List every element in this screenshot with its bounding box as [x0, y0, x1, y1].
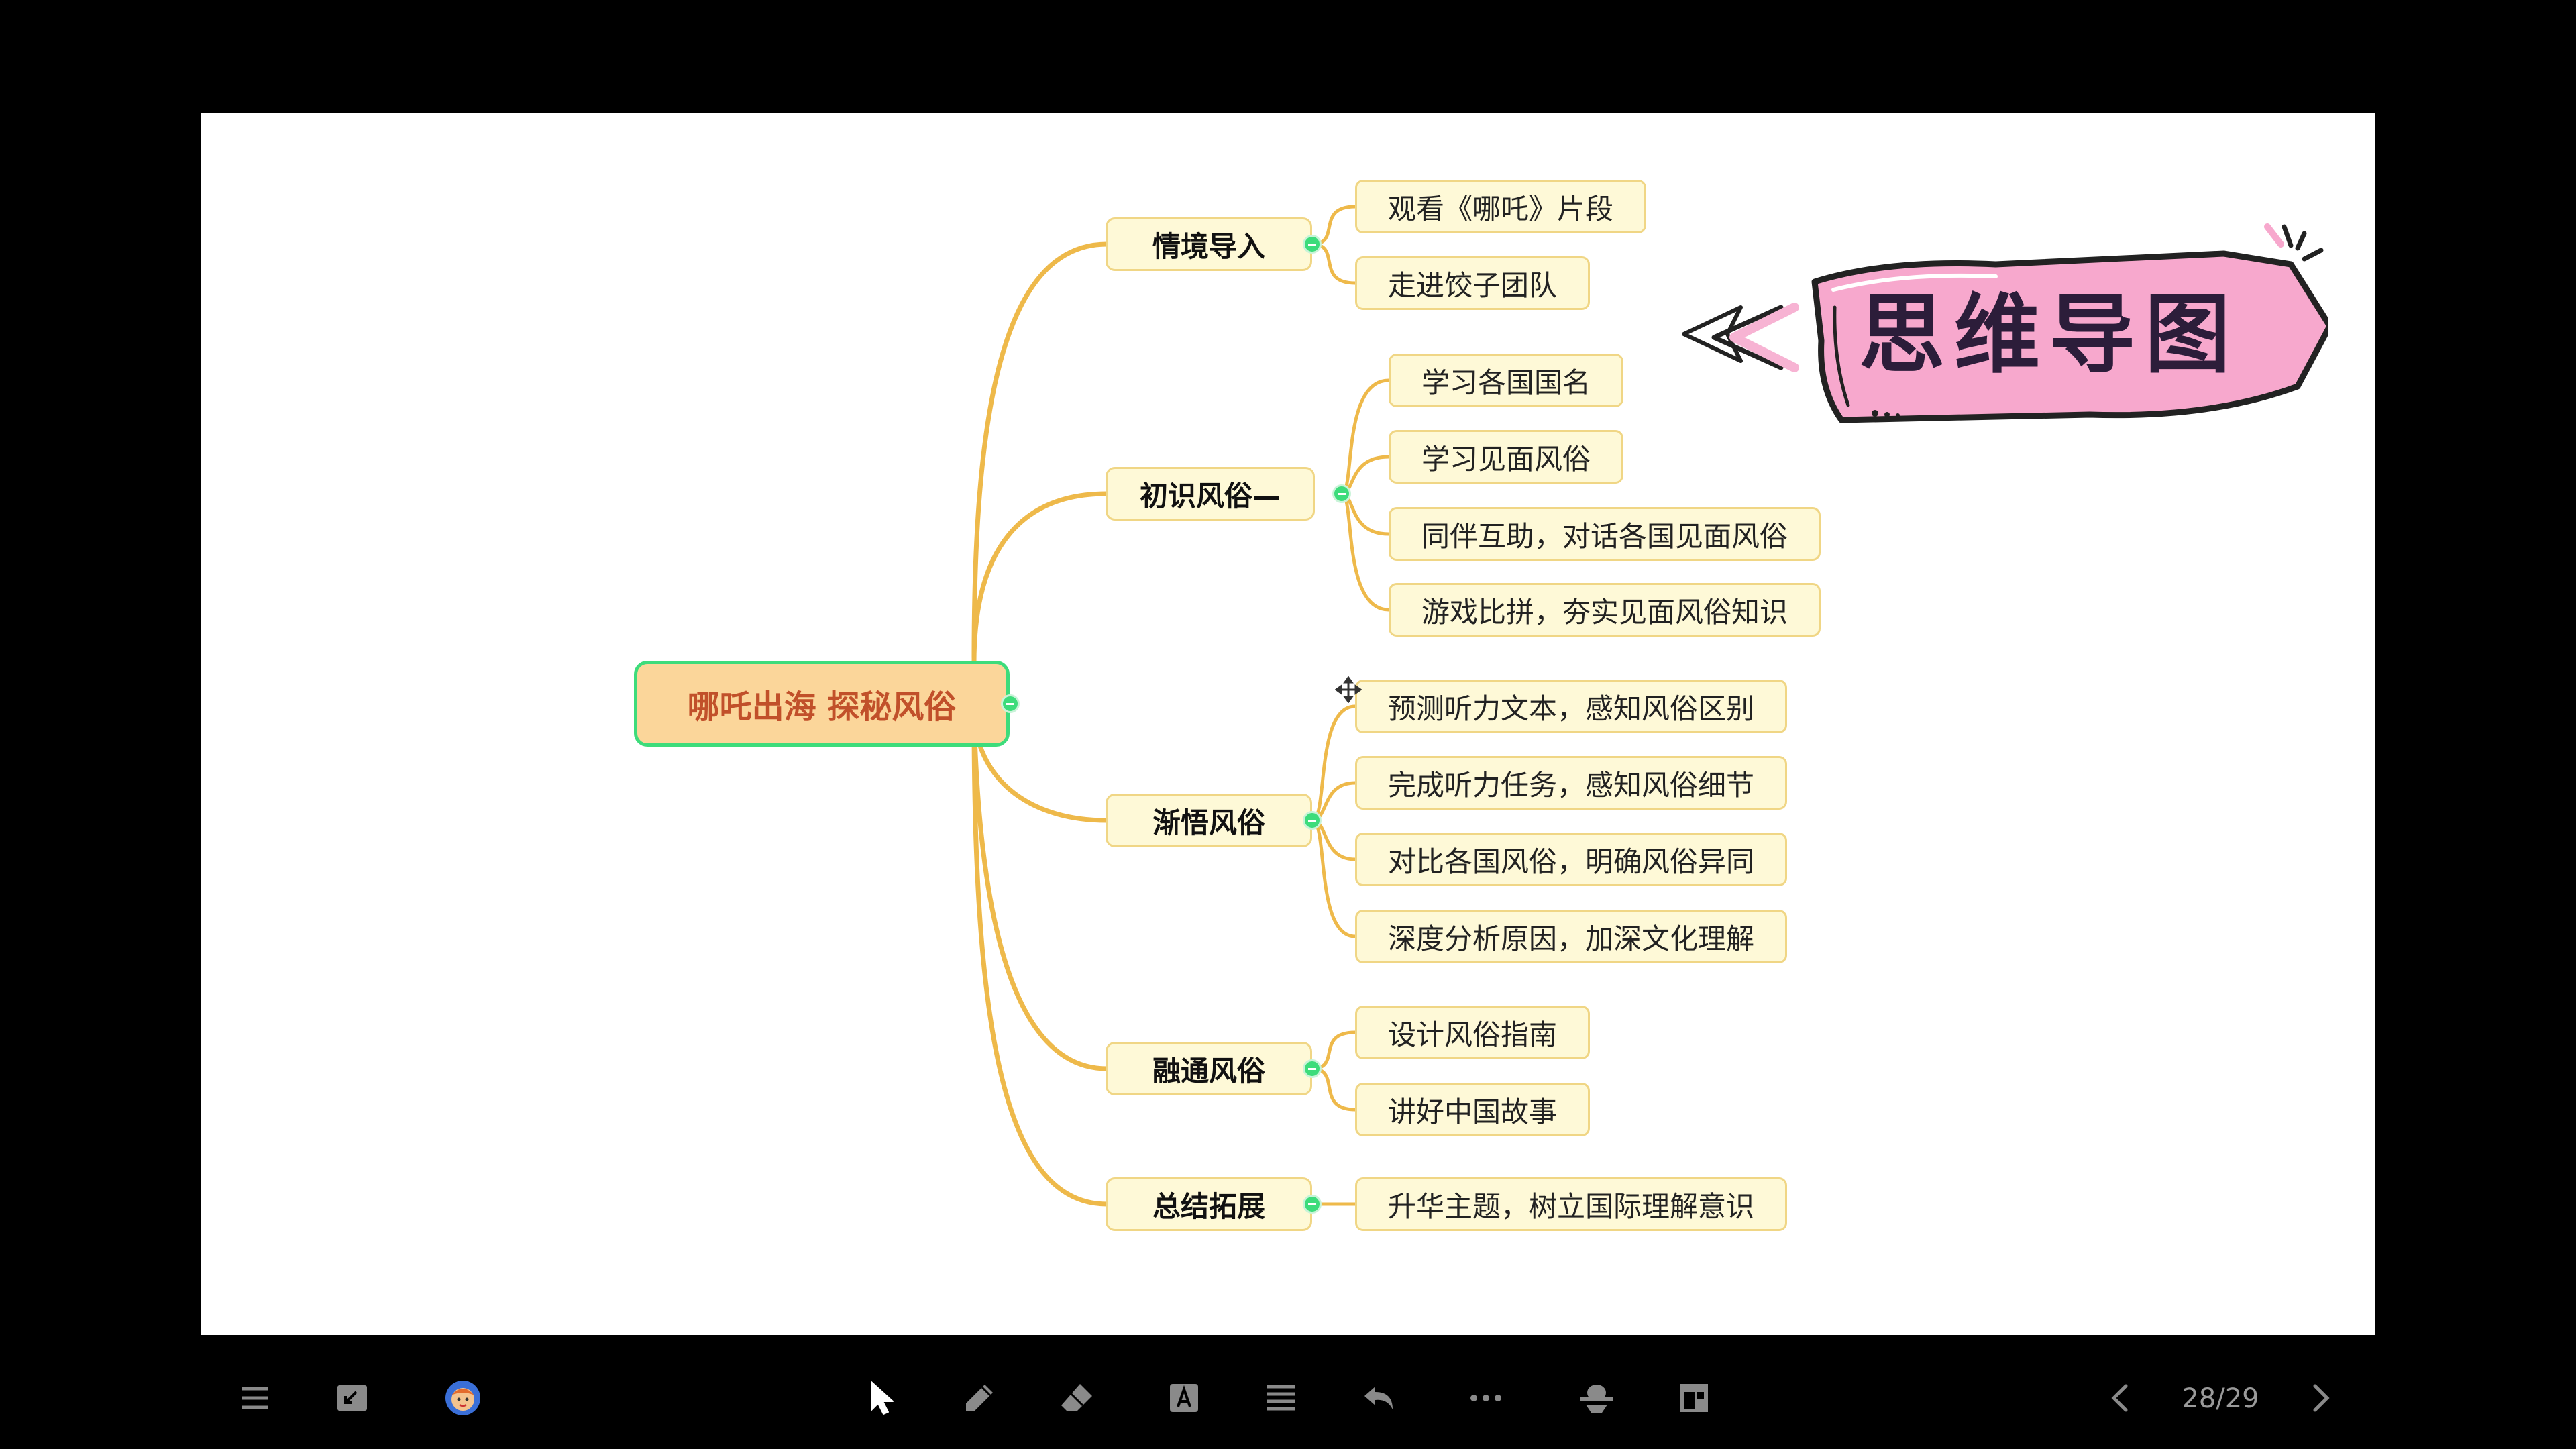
branch-label: 总结拓展 [1152, 1189, 1265, 1223]
leaf-label: 设计风俗指南 [1388, 1018, 1558, 1051]
leaf-1-2[interactable]: 走进饺子团队 [1355, 256, 1591, 310]
mindmap-root[interactable]: 哪吒出海 探秘风俗 [634, 661, 1010, 747]
presentation-toolbar: 28/29 [0, 1348, 2576, 1449]
connector-root-branch-5 [971, 714, 1110, 1207]
banner-title: 思维导图 [1858, 284, 2240, 385]
move-cursor-icon [1335, 676, 1362, 703]
branch-label: 初识风俗— [1139, 479, 1281, 513]
leaf-1-1[interactable]: 观看《哪吒》片段 [1355, 180, 1647, 233]
menu-icon[interactable] [235, 1378, 275, 1418]
mind-map-banner: 思维导图 [1620, 207, 2333, 462]
connector-root-branch-1 [971, 241, 1110, 660]
leaf-label: 游戏比拼，夯实见面风俗知识 [1421, 595, 1788, 629]
leaf-2-2[interactable]: 学习见面风俗 [1389, 430, 1624, 484]
collapse-toggle-branch-2[interactable] [1332, 484, 1351, 503]
leaf-label: 学习见面风俗 [1421, 442, 1591, 476]
collapse-toggle-branch-5[interactable] [1303, 1195, 1322, 1214]
branch-3[interactable]: 渐悟风俗 [1106, 794, 1312, 847]
branch-2[interactable]: 初识风俗— [1106, 467, 1315, 521]
leaf-3-2[interactable]: 完成听力任务，感知风俗细节 [1355, 756, 1788, 810]
leaf-2-3[interactable]: 同伴互助，对话各国见面风俗 [1389, 507, 1821, 561]
hand-icon[interactable] [1576, 1378, 1617, 1418]
layout-icon[interactable] [1674, 1378, 1714, 1418]
leaf-label: 对比各国风俗，明确风俗异同 [1388, 845, 1755, 878]
leaf-label: 同伴互助，对话各国见面风俗 [1421, 519, 1788, 553]
leaf-2-1[interactable]: 学习各国国名 [1389, 354, 1624, 407]
pen-icon[interactable] [959, 1378, 1000, 1418]
pointer-icon[interactable] [862, 1378, 902, 1418]
branch-1[interactable]: 情境导入 [1106, 217, 1312, 271]
prev-page-icon[interactable] [2100, 1378, 2140, 1418]
connector-root-branch-2 [971, 491, 1110, 665]
leaf-3-1[interactable]: 预测听力文本，感知风俗区别 [1355, 680, 1788, 733]
leaf-4-1[interactable]: 设计风俗指南 [1355, 1006, 1591, 1059]
collapse-toggle-branch-1[interactable] [1303, 235, 1322, 254]
leaf-5-1[interactable]: 升华主题，树立国际理解意识 [1355, 1177, 1788, 1231]
branch-label: 渐悟风俗 [1152, 806, 1265, 839]
list-icon[interactable] [1261, 1378, 1301, 1418]
leaf-label: 升华主题，树立国际理解意识 [1388, 1189, 1755, 1223]
leaf-label: 完成听力任务，感知风俗细节 [1388, 768, 1755, 802]
leaf-label: 深度分析原因，加深文化理解 [1388, 922, 1755, 955]
page-counter: 28/29 [2182, 1383, 2259, 1414]
text-box-icon[interactable] [1164, 1378, 1204, 1418]
leaf-label: 走进饺子团队 [1388, 268, 1558, 302]
eraser-icon[interactable] [1057, 1378, 1097, 1418]
next-page-icon[interactable] [2301, 1378, 2341, 1418]
branch-label: 情境导入 [1152, 229, 1265, 263]
leaf-label: 预测听力文本，感知风俗区别 [1388, 692, 1755, 725]
branch-4[interactable]: 融通风俗 [1106, 1042, 1312, 1095]
leaf-4-2[interactable]: 讲好中国故事 [1355, 1083, 1591, 1136]
undo-icon[interactable] [1358, 1378, 1399, 1418]
leaf-label: 学习各国国名 [1421, 366, 1591, 399]
slide-canvas: 哪吒出海 探秘风俗 情境导入 观看《哪吒》片段 走进饺子团队 初识风俗— 学习各… [201, 113, 2375, 1335]
collapse-toggle-branch-3[interactable] [1303, 811, 1322, 830]
leaf-3-4[interactable]: 深度分析原因，加深文化理解 [1355, 910, 1788, 963]
leaf-label: 讲好中国故事 [1388, 1095, 1558, 1128]
branch-label: 融通风俗 [1152, 1054, 1265, 1087]
leaf-3-3[interactable]: 对比各国风俗，明确风俗异同 [1355, 833, 1788, 886]
leaf-2-4[interactable]: 游戏比拼，夯实见面风俗知识 [1389, 583, 1821, 637]
avatar[interactable] [443, 1378, 483, 1418]
connector-root-branch-4 [971, 714, 1110, 1071]
collapse-toggle-root[interactable] [1001, 694, 1020, 713]
minimize-icon[interactable] [332, 1378, 372, 1418]
leaf-label: 观看《哪吒》片段 [1388, 192, 1614, 225]
collapse-toggle-branch-4[interactable] [1303, 1059, 1322, 1078]
banner-graphic [1682, 223, 2333, 423]
root-label: 哪吒出海 探秘风俗 [687, 688, 957, 726]
branch-5[interactable]: 总结拓展 [1106, 1177, 1312, 1231]
more-icon[interactable] [1466, 1378, 1506, 1418]
